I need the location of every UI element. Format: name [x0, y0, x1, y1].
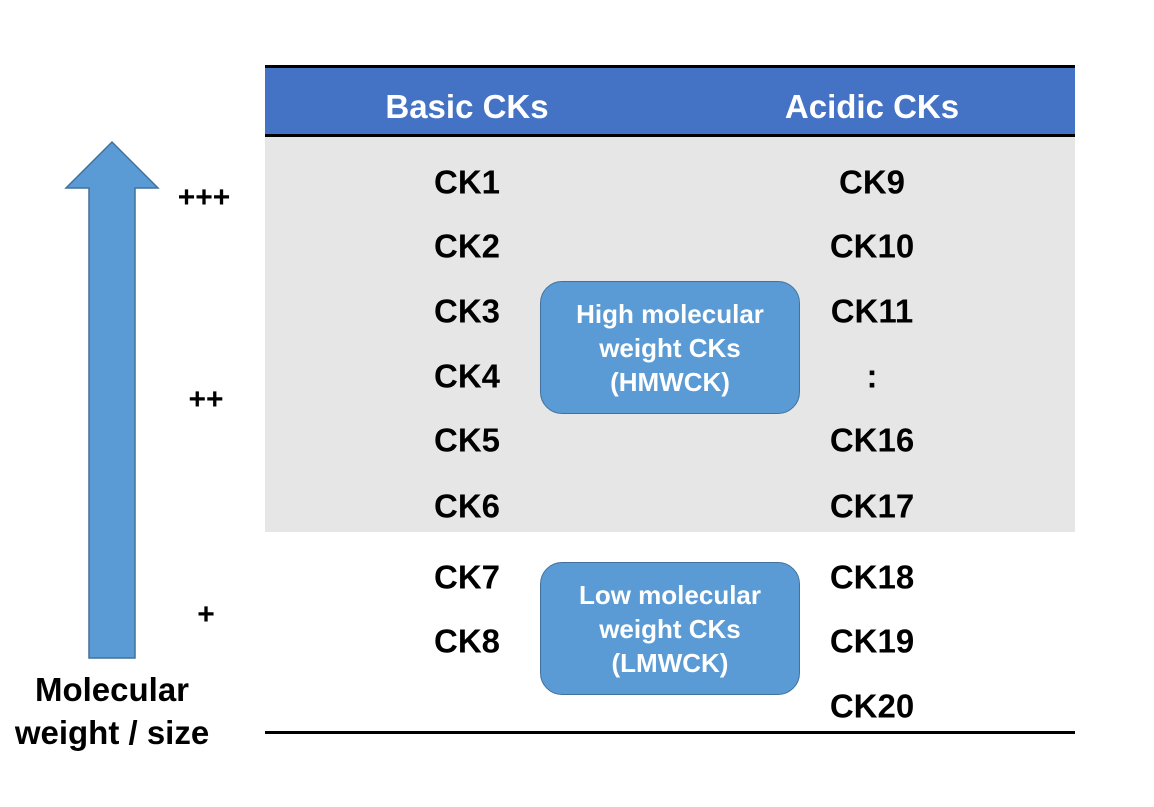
- acidic-ck-item: CK17: [829, 487, 915, 525]
- lmwck-line-3: (LMWCK): [611, 647, 729, 678]
- level-low-marker: +: [197, 598, 215, 631]
- acidic-ck-item: CK18: [829, 558, 915, 596]
- acidic-ck-ellipsis: :: [866, 357, 878, 395]
- hmwck-line-3: (HMWCK): [610, 366, 730, 397]
- acidic-ck-item: CK11: [830, 292, 914, 330]
- basic-ck-item: CK1: [433, 163, 501, 201]
- basic-ck-item: CK7: [433, 558, 501, 596]
- acidic-cks-header: Acidic CKs: [784, 88, 960, 125]
- lmwck-callout: Low molecular weight CKs (LMWCK): [540, 562, 800, 695]
- level-high-marker: +++: [177, 181, 231, 214]
- acidic-ck-item: CK20: [829, 687, 915, 725]
- basic-cks-header: Basic CKs: [385, 88, 549, 125]
- acidic-ck-item: CK19: [829, 622, 915, 660]
- axis-caption: Molecular weight / size: [15, 668, 209, 754]
- basic-ck-item: CK5: [433, 421, 501, 459]
- acidic-ck-item: CK10: [829, 227, 915, 265]
- up-arrow-icon: [64, 140, 160, 659]
- lmwck-line-2: weight CKs: [599, 613, 741, 644]
- table-bottom-rule: [265, 731, 1075, 734]
- hmwck-callout: High molecular weight CKs (HMWCK): [540, 281, 800, 414]
- acidic-ck-item: CK9: [838, 163, 906, 201]
- table-header: Basic CKs Acidic CKs: [265, 65, 1075, 137]
- acidic-ck-item: CK16: [829, 421, 915, 459]
- basic-ck-item: CK6: [433, 487, 501, 525]
- basic-ck-item: CK3: [433, 292, 501, 330]
- basic-ck-item: CK8: [433, 622, 501, 660]
- level-mid-marker: ++: [188, 383, 224, 416]
- hmwck-callout-text: High molecular weight CKs (HMWCK): [576, 297, 764, 399]
- lmwck-callout-text: Low molecular weight CKs (LMWCK): [579, 578, 761, 680]
- basic-ck-item: CK4: [433, 357, 501, 395]
- hmwck-line-1: High molecular: [576, 298, 764, 329]
- axis-caption-line-2: weight / size: [14, 714, 210, 751]
- axis-caption-line-1: Molecular: [34, 671, 190, 708]
- hmwck-line-2: weight CKs: [599, 332, 741, 363]
- lmwck-line-1: Low molecular: [578, 579, 762, 610]
- basic-ck-item: CK2: [433, 227, 501, 265]
